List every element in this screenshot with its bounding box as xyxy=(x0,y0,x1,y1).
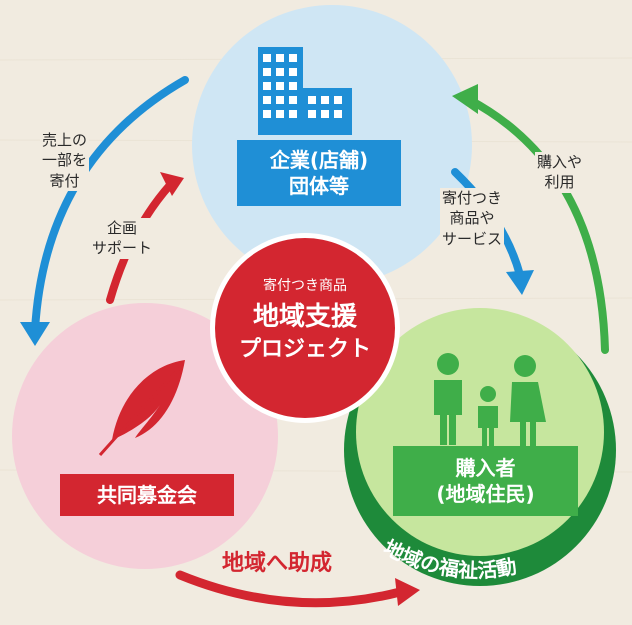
label-grant: 地域へ助成 xyxy=(222,551,333,576)
family-icon xyxy=(434,353,546,446)
label-planning: 企画 サポート xyxy=(90,218,155,259)
label-donation-goods: 寄付つき 商品や サービス xyxy=(440,188,505,249)
arrow-grant-head xyxy=(395,578,420,606)
arrow-grant xyxy=(175,570,405,608)
buyer-line2: (地域住民) xyxy=(436,482,535,506)
company-line2: 団体等 xyxy=(289,174,349,198)
label-purchase-1: 購入や xyxy=(537,153,583,171)
fund-label: 共同募金会 xyxy=(97,483,197,507)
label-donate-sales-1: 売上の xyxy=(42,131,88,149)
label-purchase-2: 利用 xyxy=(544,173,575,192)
arrow-purchase xyxy=(466,96,609,354)
arrow-donation-goods-head xyxy=(506,270,534,295)
label-planning-2: サポート xyxy=(92,239,153,258)
building-icon xyxy=(258,47,352,135)
arrow-planning-head xyxy=(160,172,184,196)
label-purchase: 購入や 利用 xyxy=(535,152,585,193)
center-circle xyxy=(215,238,395,418)
arrow-purchase-head xyxy=(452,84,478,114)
fund-box: 共同募金会 xyxy=(60,474,234,516)
arrow-donate-sales-head xyxy=(20,322,50,346)
label-donate-sales-3: 寄付 xyxy=(49,171,80,190)
buyer-line1: 購入者 xyxy=(455,456,516,480)
label-donate-sales: 売上の 一部を 寄付 xyxy=(40,130,90,191)
label-donate-sales-2: 一部を xyxy=(42,151,88,170)
label-donation-goods-3: サービス xyxy=(442,229,503,248)
company-line1: 企業(店舗) xyxy=(269,148,369,172)
company-box: 企業(店舗) 団体等 xyxy=(237,140,401,206)
center-subtitle: 寄付つき商品 xyxy=(263,278,347,294)
buyer-box: 購入者 (地域住民) xyxy=(393,446,578,516)
center-title-line1: 地域支援 xyxy=(252,302,357,332)
feather-icon xyxy=(98,360,185,456)
label-donation-goods-2: 商品や xyxy=(449,209,495,228)
center-title-block: 寄付つき商品 地域支援 プロジェクト xyxy=(210,275,400,366)
label-donation-goods-1: 寄付つき xyxy=(442,189,503,207)
label-planning-1: 企画 xyxy=(107,219,138,237)
center-title-line2: プロジェクト xyxy=(238,336,371,362)
